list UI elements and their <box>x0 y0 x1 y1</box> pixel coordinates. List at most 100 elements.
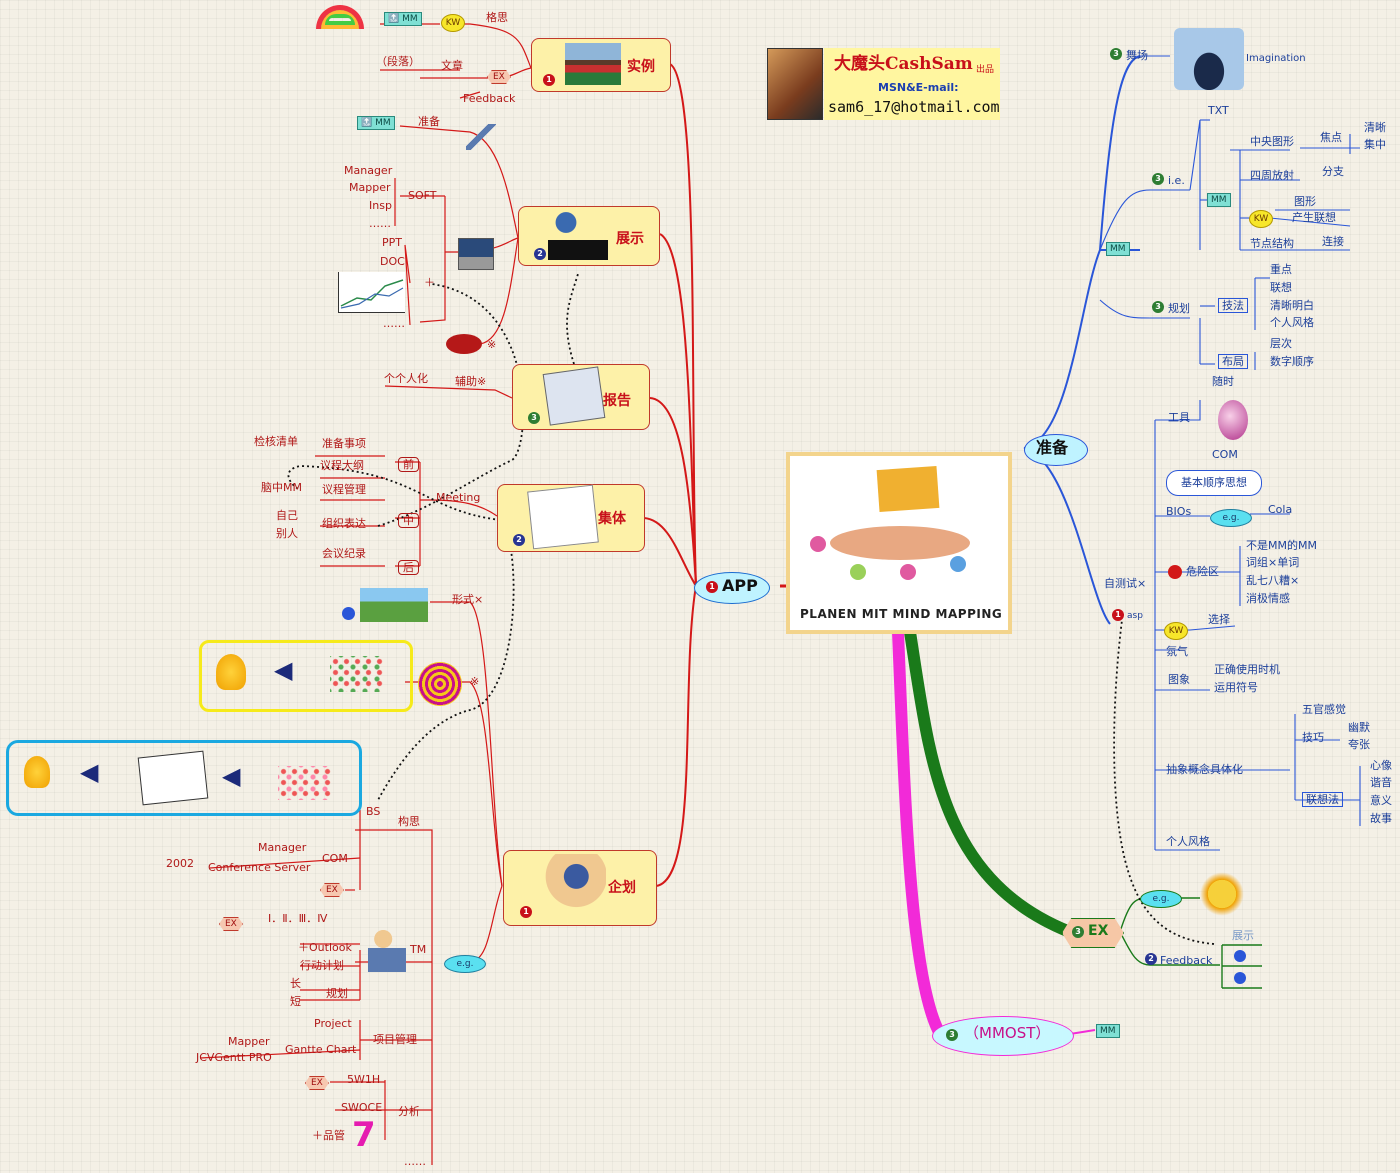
eg-node[interactable]: e.g. <box>1210 509 1252 527</box>
center-img-label: 中央图形 <box>1250 135 1294 148</box>
mm-tag: MM <box>1096 1024 1120 1038</box>
priority-3-icon: 3 <box>1110 48 1122 60</box>
author-suffix: 出品 <box>976 65 995 75</box>
danger-item-3: 消极情感 <box>1246 592 1290 605</box>
focus-label: 焦点 <box>1320 131 1342 144</box>
analysis-label: 分析 <box>398 1105 420 1118</box>
arrow-left-icon: ◀ <box>222 762 241 790</box>
idea-frame-blue <box>6 740 362 816</box>
abstract-label: 抽象概念具体化 <box>1166 763 1243 776</box>
whale-icon <box>1174 28 1244 90</box>
skill-label: 技巧 <box>1302 731 1324 744</box>
self-label: 自己 <box>276 509 298 522</box>
landscape-icon <box>360 588 428 622</box>
soft-label: SOFT <box>408 189 437 202</box>
stage-pre: 前 <box>398 457 419 472</box>
feedback-right-label: Feedback <box>1160 954 1213 967</box>
branch-show-label: 展示 <box>616 231 644 247</box>
form-label: 形式× <box>452 593 484 606</box>
mm-tag: MM <box>1106 242 1130 256</box>
priority-1-icon: 1 <box>1112 609 1124 621</box>
self-study-label: 自测试× <box>1104 577 1147 590</box>
ppt-label: PPT <box>382 236 402 249</box>
prep-root-node[interactable] <box>1024 434 1088 466</box>
imagine-item-3: 故事 <box>1370 812 1392 825</box>
method-item-2: 清晰明白 <box>1270 299 1314 312</box>
bios-bubble: 基本顺序思想 <box>1166 470 1262 496</box>
layout-item-0: 层次 <box>1270 337 1292 350</box>
method-item-1: 联想 <box>1270 281 1292 294</box>
branch-group-label: 集体 <box>598 511 626 527</box>
plan-label: 规划 <box>1168 302 1190 315</box>
roman-label: Ⅰ．Ⅱ．Ⅲ．Ⅳ <box>268 912 328 925</box>
priority-2-icon: 2 <box>1145 953 1157 965</box>
jcv-label: JCVGentt PRO <box>196 1051 272 1064</box>
com-label: COM <box>322 852 348 865</box>
soft-insp: Insp <box>369 199 392 212</box>
mm-tag: 🔝 MM <box>357 116 395 130</box>
arrow-left-icon: ◀ <box>80 758 99 786</box>
eg-node[interactable]: e.g. <box>1140 890 1182 908</box>
outlook-label: ＋Outlook <box>298 941 352 954</box>
show-label: 展示 <box>1232 929 1254 942</box>
branch-label: 分支 <box>1322 165 1344 178</box>
priority-3-icon: 3 <box>1152 301 1164 313</box>
presenter-icon <box>548 210 608 260</box>
swoce-label: SWOCE <box>341 1101 383 1114</box>
tools-label: ＋品管 <box>312 1129 345 1142</box>
author-card <box>824 48 1000 120</box>
ex-node[interactable] <box>1062 918 1124 948</box>
eg-node[interactable]: e.g. <box>444 955 486 973</box>
checklist-label: 检核清单 <box>254 435 298 448</box>
images-item-1: 运用符号 <box>1214 681 1258 694</box>
method-label: 技法 <box>1218 298 1248 313</box>
note-mark: ※ <box>487 338 497 351</box>
priority-3-icon: 3 <box>1152 173 1164 185</box>
agenda-label: 议程大纲 <box>320 459 364 472</box>
asp-label: asp <box>1127 611 1143 621</box>
thinking-head-icon <box>540 854 606 918</box>
person-shape <box>900 564 916 580</box>
w5h-label: 5W1H <box>347 1073 381 1086</box>
danger-label: 危险区 <box>1186 565 1219 578</box>
manager-label: Manager <box>258 841 307 854</box>
short-label: 短 <box>290 995 301 1008</box>
pen-ball-icon <box>1218 400 1248 440</box>
person-shape <box>950 556 966 572</box>
person-shape <box>850 564 866 580</box>
prep-items-label: 准备事项 <box>322 437 366 450</box>
computer-icon <box>458 238 494 270</box>
imagine-item-0: 心像 <box>1370 759 1392 772</box>
priority-1-icon: 1 <box>520 906 532 918</box>
record-label: 会议纪录 <box>322 547 366 560</box>
article-label: 文章 <box>441 59 463 72</box>
contact-label: MSN&E-mail: <box>878 81 959 94</box>
priority-2-icon: 2 <box>513 534 525 546</box>
imagination-label: Imagination <box>1246 53 1306 64</box>
long-label: 长 <box>290 977 301 990</box>
kw-tag: KW <box>1249 210 1273 228</box>
schedule-label: 规划 <box>326 987 348 1000</box>
skill-item-0: 幽默 <box>1348 721 1370 734</box>
priority-3-icon: 3 <box>946 1029 958 1041</box>
soft-mapper: Mapper <box>349 181 391 194</box>
concentrate-label: 集中 <box>1364 138 1386 151</box>
author-email[interactable]: sam6_17@hotmail.com <box>828 98 1000 116</box>
ex-node-label: EX <box>1088 923 1109 939</box>
node-struct-label: 节点结构 <box>1250 237 1294 250</box>
tm-label: TM <box>410 943 427 956</box>
question-icon <box>1234 972 1246 984</box>
agenda-manage-label: 议程管理 <box>322 483 366 496</box>
branch-plan-label: 企划 <box>608 880 636 896</box>
line-chart-sketch <box>340 279 404 309</box>
author-title: 大魔头CashSam <box>834 54 973 74</box>
priority-2-icon: 2 <box>534 248 546 260</box>
soft-more: …… <box>369 217 391 230</box>
info-icon <box>342 607 355 620</box>
shape-label: 图形 <box>1294 195 1316 208</box>
line-chart-icon <box>338 272 405 313</box>
aux-label: 辅助※ <box>455 375 487 388</box>
stage-label: 舞场 <box>1126 49 1148 62</box>
com-label: COM <box>1212 448 1238 461</box>
mm-tag: 🔝 MM <box>384 12 422 26</box>
